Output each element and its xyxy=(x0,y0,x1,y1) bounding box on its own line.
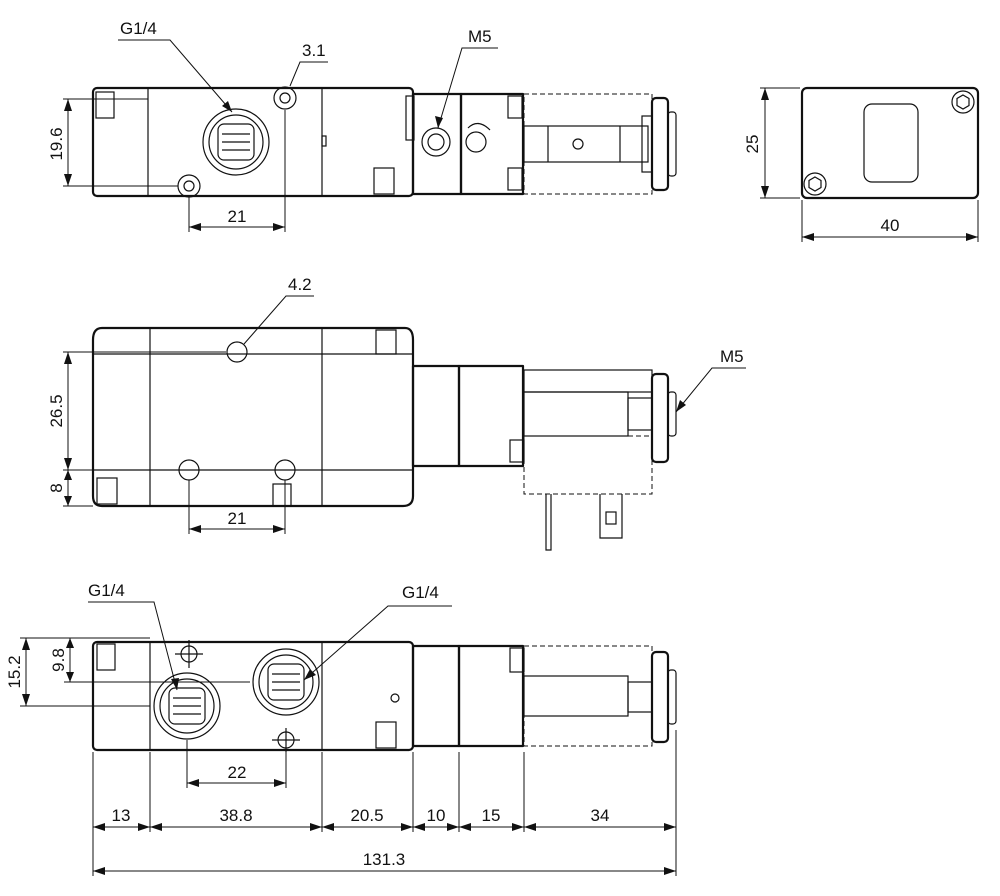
label-4-2: 4.2 xyxy=(288,275,312,294)
label-19-6: 19.6 xyxy=(47,127,66,160)
label-22: 22 xyxy=(228,763,247,782)
label-21-top: 21 xyxy=(228,207,247,226)
label-38-8: 38.8 xyxy=(219,806,252,825)
label-m5-top: M5 xyxy=(468,27,492,46)
label-g14-top: G1/4 xyxy=(120,19,157,38)
label-131-3: 131.3 xyxy=(363,850,406,869)
label-3-1: 3.1 xyxy=(302,41,326,60)
side-view xyxy=(63,295,746,551)
label-34: 34 xyxy=(591,806,610,825)
label-10: 10 xyxy=(427,806,446,825)
label-g14-right: G1/4 xyxy=(402,583,439,602)
label-26-5: 26.5 xyxy=(47,394,66,427)
label-15-2: 15.2 xyxy=(5,655,24,688)
label-25: 25 xyxy=(743,135,762,154)
label-21-mid: 21 xyxy=(228,509,247,528)
label-15: 15 xyxy=(482,806,501,825)
front-view xyxy=(20,601,677,876)
label-13: 13 xyxy=(112,806,131,825)
end-view xyxy=(760,86,980,242)
label-40: 40 xyxy=(881,216,900,235)
label-20-5: 20.5 xyxy=(350,806,383,825)
label-9-8: 9.8 xyxy=(49,648,68,672)
top-view xyxy=(63,39,677,232)
label-g14-left: G1/4 xyxy=(88,581,125,600)
label-8: 8 xyxy=(47,483,66,492)
label-m5-mid: M5 xyxy=(720,347,744,366)
